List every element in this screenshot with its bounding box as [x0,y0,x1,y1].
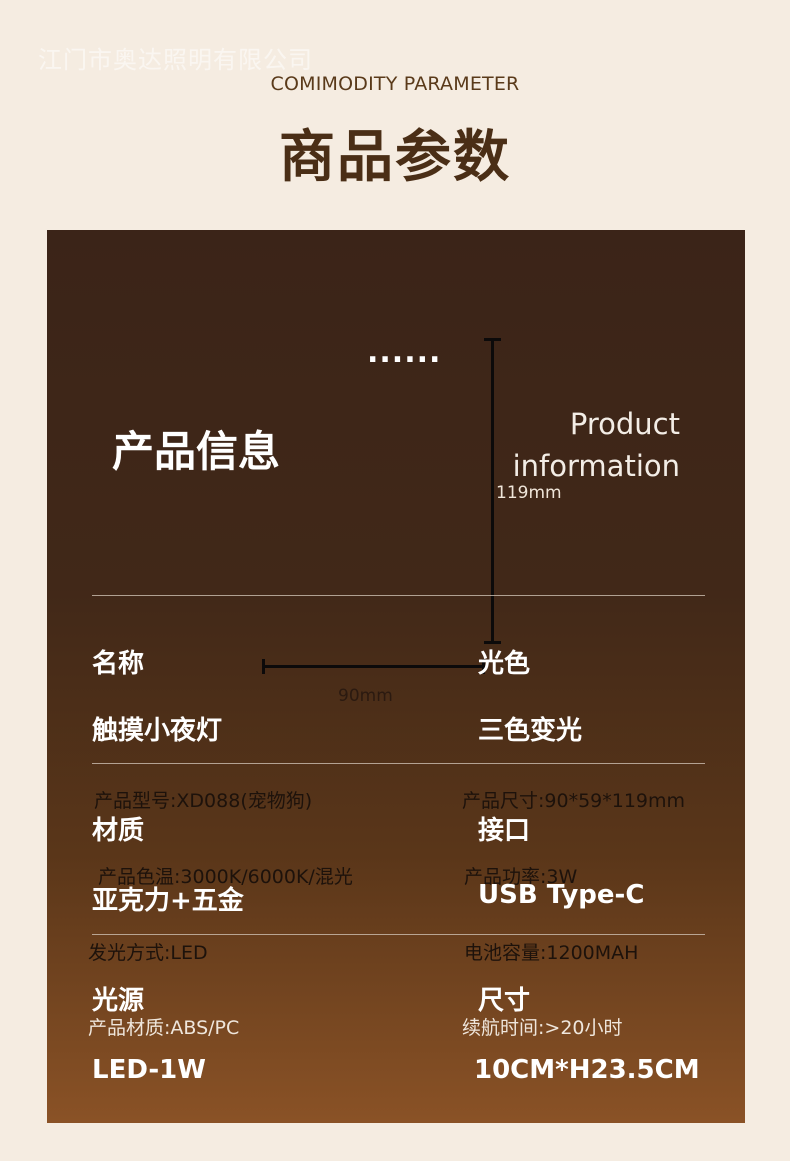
page-title: 商品参数 [279,125,511,190]
spec-label-light-color: 光色 [478,649,531,679]
overlay-emission: 发光方式:LED [88,942,208,964]
spec-label-material: 材质 [92,816,145,846]
spec-value-dimensions: 10CM*H23.5CM [474,1055,700,1085]
height-dimension-line [491,339,494,643]
height-dimension-tick-bottom [484,641,501,644]
overlay-model: 产品型号:XD088(宠物狗) [94,790,313,812]
height-dimension-tick-top [484,338,501,341]
decorative-dots: ...... [367,335,442,370]
overlay-battery: 电池容量:1200MAH [464,942,639,964]
overlay-power: 产品功率:3W [464,866,578,888]
width-dimension-label: 90mm [338,686,393,706]
product-information-heading: Product information [512,407,680,483]
spec-value-light-source: LED-1W [92,1055,206,1085]
parameter-panel [47,230,745,1123]
divider [92,763,705,764]
spec-label-interface: 接口 [478,816,531,846]
divider [92,934,705,935]
overlay-color-temp: 产品色温:3000K/6000K/混光 [98,866,353,888]
company-watermark: 江门市奥达照明有限公司 [38,46,313,74]
overlay-material: 产品材质:ABS/PC [88,1017,240,1039]
spec-label-light-source: 光源 [92,986,145,1016]
overlay-runtime: 续航时间:>20小时 [462,1017,623,1039]
width-dimension-tick-left [262,659,265,674]
spec-label-name: 名称 [92,649,145,679]
height-dimension-label: 119mm [496,483,562,503]
spec-value-interface: USB Type-C [478,880,645,910]
spec-label-dimensions: 尺寸 [478,986,531,1016]
width-dimension-tick-right [482,659,485,674]
width-dimension-line [263,665,485,668]
spec-value-material: 亚克力+五金 [92,886,244,916]
spec-value-light-color: 三色变光 [478,716,583,746]
header-subtitle: COMIMODITY PARAMETER [270,73,520,95]
divider [92,595,705,596]
overlay-size: 产品尺寸:90*59*119mm [462,790,686,812]
spec-value-name: 触摸小夜灯 [92,716,223,746]
section-title: 产品信息 [112,427,281,476]
